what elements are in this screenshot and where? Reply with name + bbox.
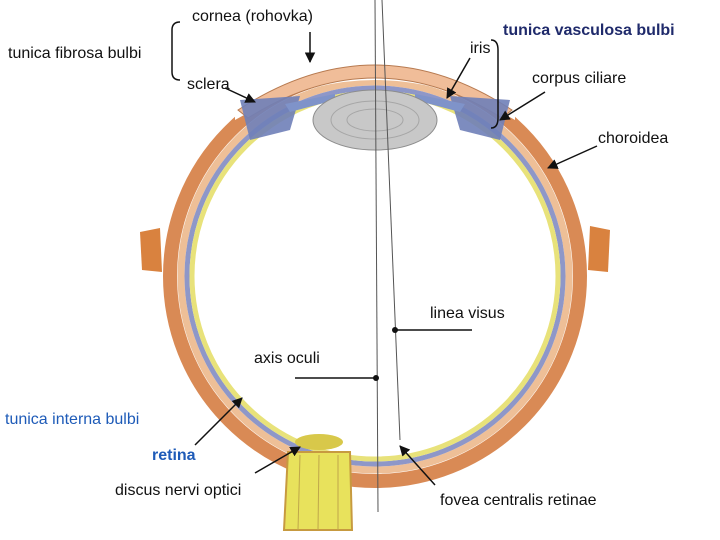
optic-nerve	[282, 434, 354, 531]
label-tunica-interna: tunica interna bulbi	[5, 411, 140, 428]
pointer-linea-visus-dot	[392, 327, 398, 333]
label-choroidea: choroidea	[598, 130, 669, 147]
extraocular-muscles	[140, 226, 610, 272]
axis-oculi-line	[374, 0, 379, 513]
bracket-tunica-vasculosa	[490, 39, 499, 129]
label-retina: retina	[152, 447, 196, 464]
pointer-choroidea	[547, 145, 598, 169]
label-sclera: sclera	[187, 76, 230, 93]
pointer-sclera	[224, 87, 256, 103]
lens-ring	[330, 100, 420, 140]
label-axis-oculi: axis oculi	[254, 350, 320, 367]
iris-right	[415, 94, 465, 112]
pointer-axis-oculi-dot	[373, 375, 379, 381]
lens-ring	[346, 108, 404, 132]
choroid-layer	[184, 85, 566, 467]
pointer-fovea	[399, 445, 436, 486]
corpus-ciliare-right	[450, 96, 510, 140]
label-cornea: cornea (rohovka)	[192, 8, 313, 25]
corpus-ciliare-left	[240, 96, 300, 140]
ciliary-iris	[240, 94, 510, 140]
pointer-discus	[254, 446, 301, 474]
lens	[312, 89, 438, 151]
label-tunica-fibrosa: tunica fibrosa bulbi	[8, 45, 142, 62]
linea-visus-line	[381, 0, 401, 441]
iris-left	[285, 94, 335, 112]
pointer-corpus-ciliare	[499, 91, 546, 121]
discus-nervi-optici	[295, 434, 343, 450]
label-fovea: fovea centralis retinae	[440, 492, 597, 509]
label-linea-visus: linea visus	[430, 305, 505, 322]
bracket-tunica-fibrosa	[171, 21, 181, 81]
label-corpus-ciliare: corpus ciliare	[532, 70, 627, 87]
left-muscle	[140, 228, 162, 272]
label-iris: iris	[470, 40, 491, 57]
pointer-iris	[446, 57, 471, 99]
label-tunica-vasculosa: tunica vasculosa bulbi	[503, 22, 675, 39]
pointer-tunica-interna	[194, 397, 243, 446]
label-discus: discus nervi optici	[115, 482, 242, 499]
right-muscle	[588, 226, 610, 272]
